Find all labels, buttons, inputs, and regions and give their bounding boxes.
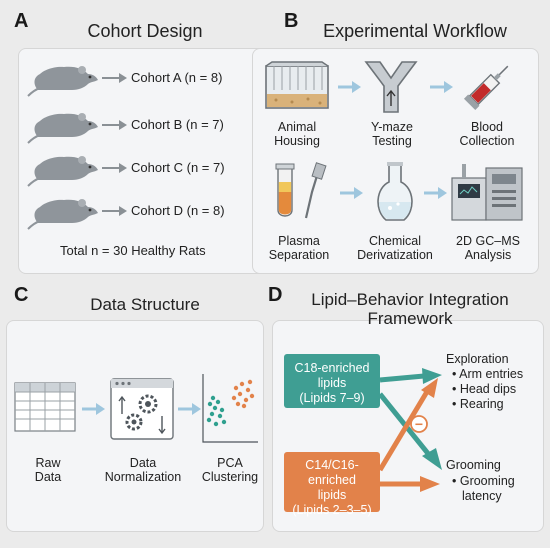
rat-icon: [27, 66, 98, 97]
syringe-icon: [463, 65, 509, 111]
arrow-icon: [430, 81, 453, 93]
pca-scatter-icon: [202, 374, 258, 443]
arrow-icon: [178, 403, 201, 415]
arrow-icon: [338, 81, 361, 93]
teal-arrow-exploration: [379, 373, 425, 383]
exploration-item: • Arm entries: [452, 367, 524, 381]
panel-b-title: Experimental Workflow: [323, 21, 507, 41]
arrow-icon: [102, 206, 127, 216]
rat-icon: [27, 199, 98, 230]
cohort-label: Cohort D (n = 8): [131, 203, 225, 218]
panel-c-title: Data Structure: [90, 295, 200, 314]
cohort-label: Cohort C (n = 7): [131, 160, 225, 175]
arrow-icon: [424, 187, 447, 199]
arrow-icon: [340, 187, 363, 199]
gc-ms-icon: [451, 164, 523, 221]
grooming-item: • Grooming: [452, 474, 515, 488]
grooming-item: latency: [462, 489, 502, 503]
total-label: Total n = 30 Healthy Rats: [60, 243, 206, 258]
rat-icon: [27, 113, 98, 144]
minus-symbol: −: [414, 416, 424, 432]
exploration-item: • Rearing: [452, 397, 504, 411]
panel-b-label: B: [284, 10, 299, 32]
orange-arrow-exploration: [377, 388, 431, 472]
rat-icon: [27, 156, 98, 187]
panel-a-title: Cohort Design: [87, 21, 203, 41]
panel-d-label: D: [268, 284, 283, 306]
gears-window-icon: [110, 378, 174, 440]
panel-c-label: C: [14, 284, 29, 306]
cohort-label: Cohort A (n = 8): [131, 70, 223, 85]
exploration-item: • Head dips: [452, 382, 517, 396]
association-arrows: [377, 368, 442, 492]
exploration-heading: Exploration: [446, 352, 509, 366]
plasma-tube-icon: [275, 162, 327, 219]
y-maze-icon: [364, 61, 418, 113]
table-icon: [14, 382, 76, 432]
arrow-icon: [102, 120, 127, 130]
arrow-icon: [82, 403, 105, 415]
minus-badge: [410, 415, 428, 433]
flask-icon: [377, 162, 413, 221]
cage-icon: [265, 61, 329, 109]
arrow-icon: [102, 73, 127, 83]
arrow-icon: [102, 163, 127, 173]
cohort-label: Cohort B (n = 7): [131, 117, 224, 132]
panel-a-label: A: [14, 10, 29, 32]
grooming-heading: Grooming: [446, 458, 501, 472]
